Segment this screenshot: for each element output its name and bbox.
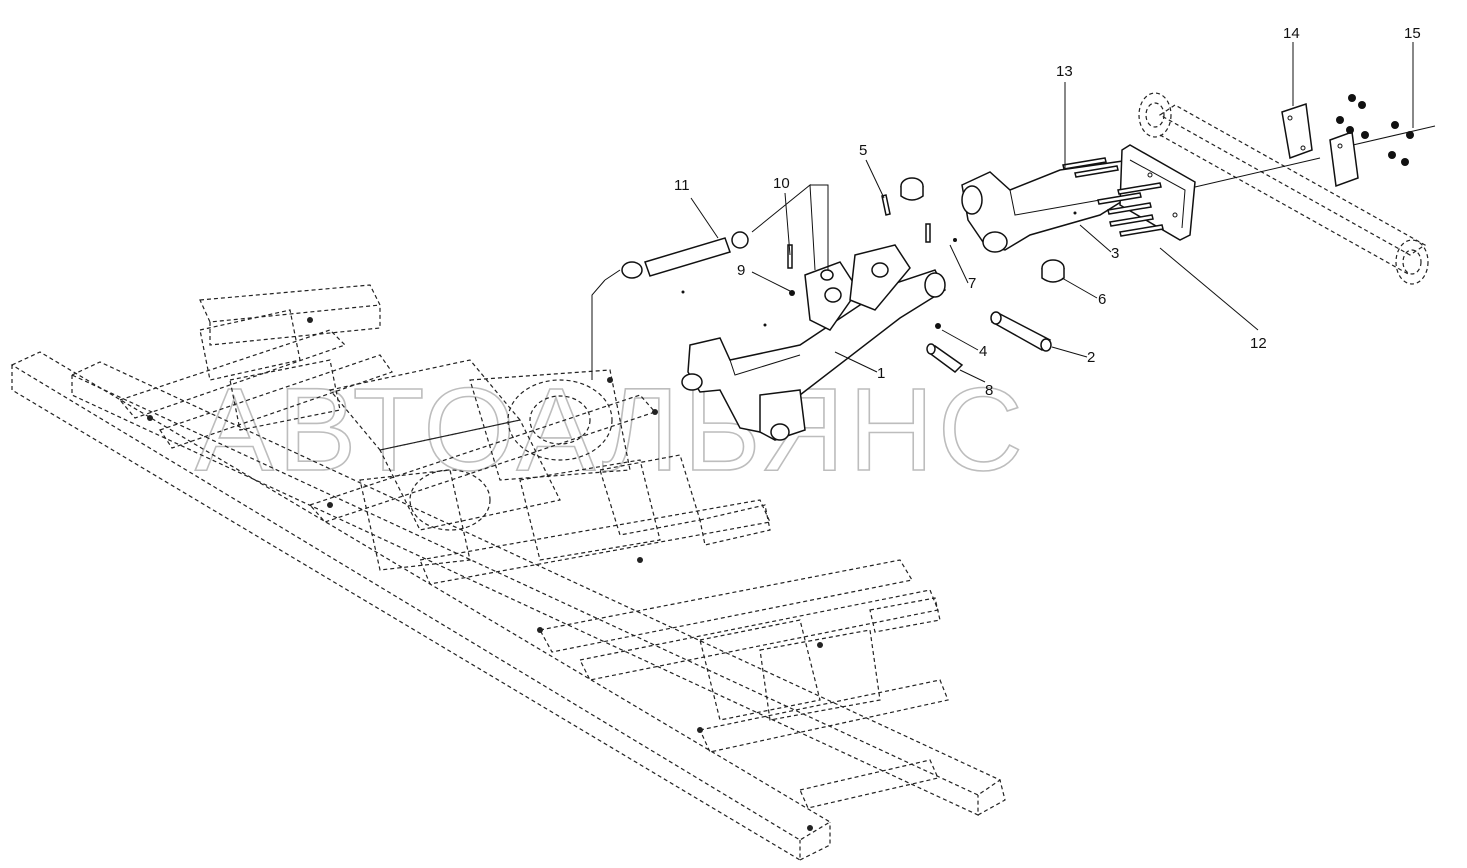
part-3-upper-arm	[961, 144, 1196, 253]
callout-2: 2	[1087, 349, 1095, 366]
callout-1: 1	[877, 365, 885, 382]
chassis-frame	[10, 284, 1006, 862]
callout-12: 12	[1250, 335, 1267, 352]
callout-8: 8	[985, 382, 993, 399]
rear-axle	[1138, 92, 1436, 285]
part-11-tie-rod	[591, 183, 829, 380]
callout-14: 14	[1283, 25, 1300, 42]
callout-5: 5	[859, 142, 867, 159]
callout-7: 7	[968, 275, 976, 292]
callout-11: 11	[674, 177, 690, 194]
callout-6: 6	[1098, 291, 1106, 308]
leader-lines	[690, 42, 1414, 383]
watermark-text: АВТОАЛЬЯНС	[195, 364, 1027, 496]
callout-15: 15	[1404, 25, 1421, 42]
part-1-lower-arm	[681, 244, 946, 441]
callout-10: 10	[773, 175, 790, 192]
part-2-pin	[990, 311, 1052, 352]
part-14-plates	[1281, 103, 1359, 188]
callout-labels: 1 2 3 4 5 6 7 8 9 10 11 12 13 14 15	[674, 25, 1421, 399]
part-15-nuts	[1336, 94, 1414, 166]
callout-4: 4	[979, 343, 987, 360]
callout-13: 13	[1056, 63, 1073, 80]
part-6-bushings	[900, 177, 1065, 283]
part-8-pin	[926, 343, 964, 373]
small-parts	[681, 194, 1077, 329]
part-13-bolts	[1062, 157, 1164, 237]
callout-3: 3	[1111, 245, 1119, 262]
callout-9: 9	[737, 262, 745, 279]
